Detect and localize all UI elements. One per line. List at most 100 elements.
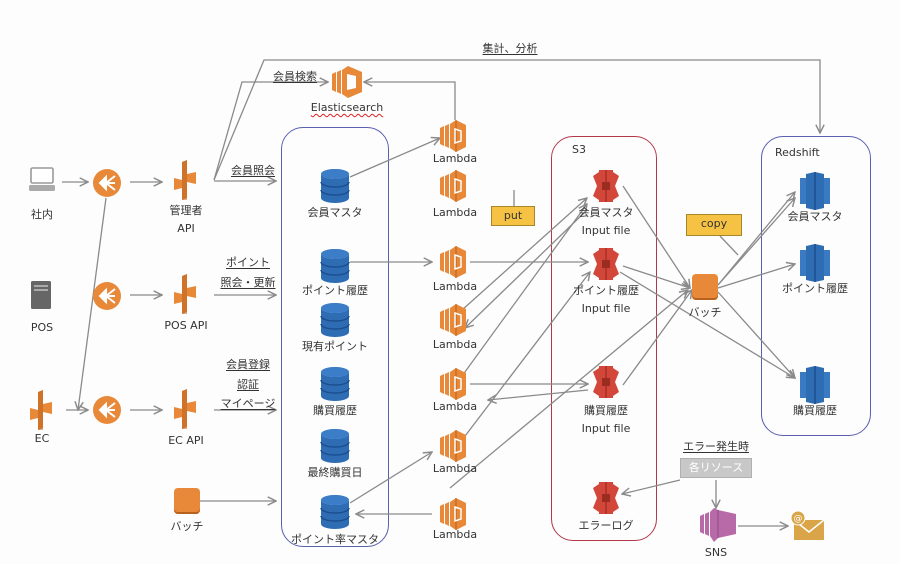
s3-bucket-sublabel: Input file bbox=[581, 422, 631, 435]
s3-bucket-icon bbox=[589, 248, 623, 280]
s3-bucket-sublabel: Input file bbox=[581, 224, 631, 237]
arrow-lambda5-to-s3-member bbox=[461, 204, 587, 377]
lambda-icon bbox=[440, 430, 466, 462]
label-sns: SNS bbox=[704, 546, 728, 559]
label-ec: EC bbox=[34, 432, 50, 445]
label-ec-2: 認証 bbox=[237, 378, 259, 391]
s3-bucket-icon bbox=[589, 366, 623, 398]
arrow-s3-to-lambda4 bbox=[465, 209, 588, 328]
label-aggregate-analysis: 集計、分析 bbox=[482, 42, 538, 55]
label-pos: POS bbox=[30, 321, 54, 334]
label-ec-1: 会員登録 bbox=[226, 358, 270, 371]
api-server-icon bbox=[174, 160, 196, 200]
label-error-time: エラー発生時 bbox=[683, 440, 749, 453]
arrow-s3-purchase-to-batch bbox=[622, 290, 692, 386]
arrow-batch-to-rs-purchase bbox=[717, 291, 795, 378]
lambda-label: Lambda bbox=[432, 280, 478, 293]
dynamodb-table-icon bbox=[320, 366, 350, 402]
redshift-table-label: 購買履歴 bbox=[793, 404, 837, 417]
dynamodb-table-icon bbox=[320, 494, 350, 530]
dynamodb-table-label: 購買履歴 bbox=[313, 404, 357, 417]
redshift-table-icon bbox=[800, 244, 830, 282]
arrow-lambda6-to-s3-point bbox=[461, 272, 590, 441]
dynamodb-table-icon bbox=[320, 168, 350, 204]
lambda-label: Lambda bbox=[432, 206, 478, 219]
sns-icon bbox=[700, 508, 736, 542]
dynamodb-table-label: ポイント率マスタ bbox=[291, 533, 379, 546]
load-balancer-icon bbox=[93, 169, 121, 197]
label-ec-api: EC API bbox=[168, 434, 204, 447]
dynamodb-table-label: 現有ポイント bbox=[302, 340, 368, 353]
lambda-label: Lambda bbox=[432, 462, 478, 475]
arrow-pointrate-to-lambda bbox=[349, 452, 432, 504]
arrow-resources-to-errorlog bbox=[622, 479, 681, 494]
lambda-icon bbox=[440, 170, 466, 202]
label-point-1: ポイント bbox=[226, 256, 270, 269]
put-tag: put bbox=[491, 206, 535, 226]
arrow-s3-member-to-batch bbox=[622, 185, 690, 288]
load-balancer-icon bbox=[93, 396, 121, 424]
copy-connector bbox=[719, 235, 739, 256]
arrow-batch-to-rs-member-b bbox=[717, 198, 795, 286]
arrow-s3-point-to-redshift-purchase bbox=[619, 271, 795, 378]
arrow-admin-to-redshift bbox=[213, 59, 820, 181]
lambda-label: Lambda bbox=[432, 338, 478, 351]
redshift-table-label: ポイント履歴 bbox=[782, 282, 848, 295]
dynamodb-table-icon bbox=[320, 248, 350, 284]
laptop-icon bbox=[29, 167, 55, 191]
arrow-lambda4-to-s3-member bbox=[461, 198, 587, 311]
lambda-icon bbox=[440, 368, 466, 400]
arrow-s3-to-lambda5 bbox=[488, 389, 589, 400]
label-pos-api: POS API bbox=[164, 319, 208, 332]
svg-text:@: @ bbox=[794, 514, 803, 524]
batch-icon bbox=[174, 488, 200, 514]
arrow-s3-point-to-batch bbox=[622, 265, 690, 288]
batch-center-icon bbox=[692, 274, 718, 300]
arrow-batch-to-rs-member-a bbox=[717, 192, 795, 286]
redshift-group bbox=[761, 136, 871, 436]
label-point-2: 照会・更新 bbox=[220, 276, 276, 289]
label-batch-center: バッチ bbox=[688, 306, 722, 319]
email-icon: @ bbox=[790, 510, 825, 540]
lambda-label: Lambda bbox=[432, 528, 478, 541]
label-member-lookup: 会員照会 bbox=[231, 164, 275, 177]
ec-app-icon bbox=[30, 390, 52, 430]
lambda-label: Lambda bbox=[432, 400, 478, 413]
label-batch-left: バッチ bbox=[170, 520, 204, 533]
lambda-icon bbox=[440, 498, 466, 530]
load-balancer-icon bbox=[93, 282, 121, 310]
dynamodb-group bbox=[281, 127, 389, 547]
dynamodb-table-icon bbox=[320, 428, 350, 464]
arrow-lambda-to-batch bbox=[449, 290, 688, 489]
arrow-member-to-lambda bbox=[349, 138, 440, 178]
s3-bucket-icon bbox=[589, 170, 623, 202]
arrow-batch-to-rs-point bbox=[717, 264, 795, 289]
redshift-table-icon bbox=[800, 366, 830, 404]
s3-bucket-sublabel: Input file bbox=[581, 302, 631, 315]
label-member-search: 会員検索 bbox=[273, 70, 317, 83]
lambda-label: Lambda bbox=[432, 152, 478, 165]
s3-bucket-icon bbox=[589, 482, 623, 514]
lambda-icon bbox=[440, 246, 466, 278]
redshift-title: Redshift bbox=[775, 146, 820, 159]
label-admin-api-2: API bbox=[177, 222, 195, 235]
redshift-table-label: 会員マスタ bbox=[787, 210, 843, 223]
dynamodb-table-label: 会員マスタ bbox=[307, 206, 363, 219]
label-admin-api-1: 管理者 bbox=[169, 204, 203, 217]
elasticsearch-icon bbox=[332, 66, 362, 98]
s3-bucket-label: 会員マスタ bbox=[578, 206, 634, 219]
lambda-icon bbox=[440, 304, 466, 336]
redshift-table-icon bbox=[800, 172, 830, 210]
arrow-lambda-to-elasticsearch bbox=[364, 82, 456, 120]
copy-tag: copy bbox=[686, 214, 742, 236]
lambda-icon bbox=[440, 120, 466, 152]
s3-title: S3 bbox=[572, 143, 586, 156]
dynamodb-table-label: 最終購買日 bbox=[307, 466, 363, 479]
arrow-admin-to-elasticsearch bbox=[213, 82, 328, 181]
s3-bucket-label: 購買履歴 bbox=[584, 404, 628, 417]
api-server-icon bbox=[174, 389, 196, 429]
server-icon bbox=[31, 281, 51, 309]
dynamodb-table-label: ポイント履歴 bbox=[302, 284, 368, 297]
label-ec-3: マイページ bbox=[220, 397, 276, 410]
